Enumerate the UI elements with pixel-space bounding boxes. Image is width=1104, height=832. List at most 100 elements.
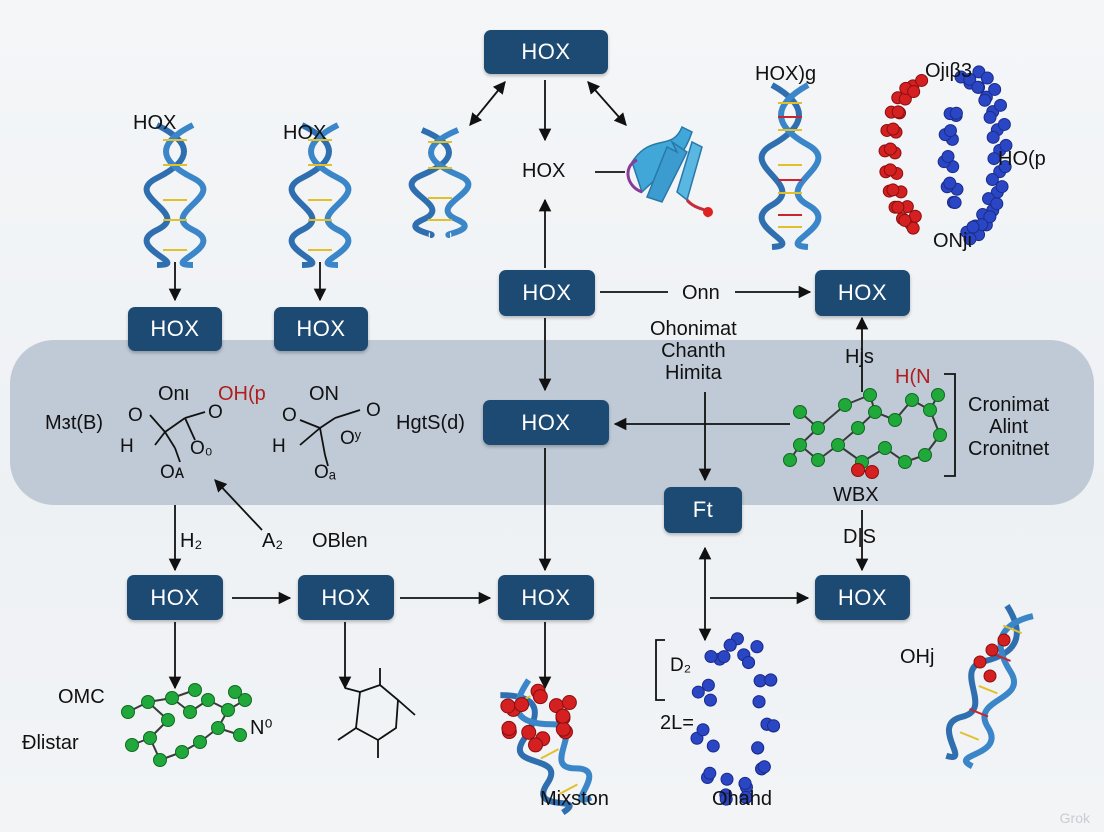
hox-box-bottom-4[interactable]: HOX: [815, 575, 910, 620]
hox-box-center-mid[interactable]: HOX: [483, 400, 609, 445]
bead: [750, 640, 764, 654]
atom: [888, 413, 902, 427]
label-h3ts: HɡtS(d): [396, 412, 465, 434]
atom: [193, 735, 207, 749]
atom: [838, 398, 852, 412]
atom: [905, 393, 919, 407]
label-hjs: Hjs: [845, 346, 874, 368]
atom: [933, 428, 947, 442]
label-h2: H₂: [180, 530, 203, 552]
atom-mid-o-top: O: [282, 405, 297, 426]
atom: [898, 455, 912, 469]
bead: [907, 85, 921, 99]
label-alint: Alint: [989, 416, 1029, 438]
atom: [141, 695, 155, 709]
protein-beads-red-bottom: [500, 683, 577, 753]
bead: [994, 98, 1008, 112]
bead: [764, 673, 778, 687]
label-himita: Himita: [665, 362, 722, 384]
protein-ribbon-structure: [626, 125, 713, 218]
hox-box-bottom-1[interactable]: HOX: [127, 575, 223, 620]
label-m3t: Mзt(B): [45, 412, 104, 434]
bead: [949, 106, 963, 120]
atom: [183, 705, 197, 719]
label-on-left: Onι: [158, 383, 190, 405]
hox-box-left-1[interactable]: HOX: [128, 307, 222, 351]
ft-box[interactable]: Ft: [664, 487, 742, 533]
atom: [851, 463, 865, 477]
label-wbx: WBX: [833, 484, 879, 506]
connector-arrows: [168, 80, 956, 701]
atom-mid-h: H: [272, 436, 286, 457]
bead: [717, 650, 731, 664]
bead: [883, 142, 897, 156]
bead: [883, 163, 897, 177]
label-hox-g: HOX)g: [755, 63, 817, 85]
atom: [868, 405, 882, 419]
bead: [528, 737, 544, 753]
bead: [948, 196, 962, 210]
label-chanth: Chanth: [661, 340, 726, 362]
bead: [757, 760, 771, 774]
bead: [501, 720, 517, 736]
label-oj-b3: Ojιβ3: [925, 60, 973, 82]
bead: [998, 160, 1012, 174]
bead: [720, 772, 734, 786]
label-onji: ONjι: [933, 230, 972, 252]
bead: [943, 124, 957, 138]
bead: [985, 643, 999, 657]
atom-mid-oy: Oʸ: [340, 428, 361, 449]
bead: [985, 173, 999, 187]
atom-left-o-top: O: [128, 405, 143, 426]
atom-left-oa: Oᴀ: [160, 462, 185, 483]
atom: [811, 453, 825, 467]
atom: [233, 728, 247, 742]
bead: [995, 180, 1009, 194]
hox-box-bottom-3[interactable]: HOX: [498, 575, 594, 620]
label-ohonimat: Ohonimat: [650, 318, 737, 340]
atom: [238, 693, 252, 707]
atom: [228, 685, 242, 699]
dna-helix-2: [288, 122, 352, 268]
bracket-right-cronimat: [944, 373, 956, 477]
hox-box-top[interactable]: HOX: [484, 30, 608, 74]
bracket-d2: [655, 639, 665, 701]
atom: [863, 388, 877, 402]
bead: [980, 71, 994, 85]
hox-box-bottom-2[interactable]: HOX: [298, 575, 394, 620]
bead: [719, 792, 733, 806]
bead: [723, 638, 737, 652]
molecule-green-bottom: [121, 683, 252, 767]
bead: [696, 723, 710, 737]
bead: [532, 689, 548, 705]
dna-helix-6: [945, 603, 1034, 769]
hox-box-right-upper[interactable]: HOX: [815, 270, 910, 316]
bead: [701, 678, 715, 692]
label-hox-dna2: HOX: [283, 122, 327, 144]
bead: [997, 633, 1011, 647]
atom: [125, 738, 139, 752]
hox-box-center-upper[interactable]: HOX: [499, 270, 595, 316]
atom-mid-o-right: O: [366, 400, 381, 421]
bead: [983, 669, 997, 683]
atom: [153, 753, 167, 767]
label-hox-near-top: HOX: [522, 160, 566, 182]
label-ho-p: HO(p: [998, 148, 1046, 170]
bead: [963, 232, 977, 246]
bead: [555, 708, 571, 724]
bead: [767, 719, 781, 733]
molecule-skeletal-middle: [299, 409, 361, 467]
bead: [738, 776, 752, 790]
atom: [221, 703, 235, 717]
atom: [211, 721, 225, 735]
atom: [878, 441, 892, 455]
label-cronimat-group: Cronimat Alint Cronitnet: [968, 394, 1049, 460]
bead: [986, 130, 1000, 144]
bead: [978, 93, 992, 107]
hox-box-left-2[interactable]: HOX: [274, 307, 368, 351]
bead: [966, 220, 980, 234]
atom: [865, 465, 879, 479]
atom-left-h: H: [120, 436, 134, 457]
bead: [915, 73, 929, 87]
